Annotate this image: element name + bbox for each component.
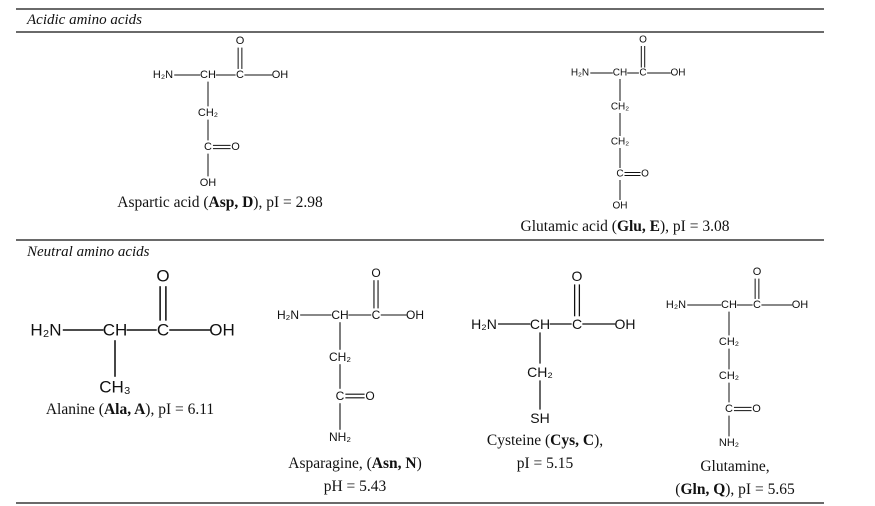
side-atom-ch: CH₂ bbox=[198, 107, 218, 119]
caption-text: pH = 5.43 bbox=[323, 478, 387, 495]
section-header-neutral: Neutral amino acids bbox=[27, 244, 150, 260]
abbreviation: Cys, C bbox=[550, 432, 595, 449]
side-atom-ch: CH₂ bbox=[611, 137, 629, 148]
atom-ch: CH bbox=[530, 316, 550, 332]
side-atom-ch: CH₂ bbox=[527, 364, 553, 380]
glu-caption-line: Glutamic acid (Glu, E), pI = 3.08 bbox=[521, 218, 730, 236]
atom-oh: OH bbox=[406, 308, 424, 322]
caption-text: Cysteine ( bbox=[486, 432, 551, 449]
atom-oh: OH bbox=[615, 316, 636, 332]
side-atom-nh: NH₂ bbox=[329, 430, 351, 444]
caption-text: ), pI = 5.65 bbox=[725, 481, 795, 498]
atom-o: O bbox=[231, 141, 240, 153]
atom-o: O bbox=[371, 266, 380, 280]
abbreviation: Gln, Q bbox=[680, 481, 726, 498]
asp-caption-line: Aspartic acid (Asp, D), pI = 2.98 bbox=[117, 194, 323, 212]
atom-c: C bbox=[236, 69, 244, 81]
side-atom-ch: CH₂ bbox=[719, 370, 739, 382]
caption-text: ), pI = 2.98 bbox=[253, 194, 323, 211]
atom-o: O bbox=[572, 268, 583, 284]
side-atom-oh: OH bbox=[613, 201, 628, 212]
caption-text: ( bbox=[675, 481, 681, 498]
atom-ch: CH bbox=[200, 69, 216, 81]
atom-o: O bbox=[639, 35, 647, 46]
side-atom-oh: OH bbox=[200, 177, 217, 189]
caption-text: Aspartic acid ( bbox=[117, 194, 209, 211]
atom-hn: H₂N bbox=[30, 321, 61, 340]
cys-caption-line: pI = 5.15 bbox=[517, 455, 574, 473]
caption-text: pI = 5.15 bbox=[516, 455, 574, 472]
abbreviation: Glu, E bbox=[616, 218, 661, 235]
atom-c: C bbox=[639, 68, 646, 79]
ala-caption-line: Alanine (Ala, A), pI = 6.11 bbox=[46, 401, 214, 419]
atom-o: O bbox=[365, 389, 374, 403]
atom-hn: H₂N bbox=[153, 69, 173, 81]
atom-c: C bbox=[572, 316, 582, 332]
atom-hn: H₂N bbox=[571, 68, 589, 79]
atom-oh: OH bbox=[671, 68, 686, 79]
atom-o: O bbox=[752, 403, 761, 415]
atom-hn: H₂N bbox=[666, 299, 686, 311]
atom-c: C bbox=[753, 299, 761, 311]
caption-text: ), bbox=[594, 432, 604, 449]
side-atom-c: C bbox=[204, 141, 212, 153]
side-atom-ch: CH₂ bbox=[329, 350, 351, 364]
side-atom-sh: SH bbox=[530, 410, 549, 426]
atom-ch: CH bbox=[721, 299, 737, 311]
caption-text: Asparagine, ( bbox=[288, 455, 372, 472]
side-atom-ch: CH₂ bbox=[719, 336, 739, 348]
atom-oh: OH bbox=[209, 321, 235, 340]
abbreviation: Asn, N bbox=[371, 455, 417, 472]
atom-o: O bbox=[641, 169, 649, 180]
caption-text: ), pI = 6.11 bbox=[145, 401, 215, 418]
atom-ch: CH bbox=[331, 308, 348, 322]
side-atom-ch: CH₂ bbox=[611, 102, 629, 113]
side-atom-ch: CH₃ bbox=[99, 378, 130, 397]
abbreviation: Ala, A bbox=[103, 401, 146, 418]
caption-text: Alanine ( bbox=[45, 401, 104, 418]
atom-o: O bbox=[236, 35, 245, 47]
gln-caption-line: (Gln, Q), pI = 5.65 bbox=[675, 481, 794, 499]
gln-caption-line: Glutamine, bbox=[700, 458, 769, 476]
atom-o: O bbox=[753, 266, 762, 278]
side-atom-nh: NH₂ bbox=[719, 437, 739, 449]
side-atom-c: C bbox=[336, 389, 345, 403]
atom-c: C bbox=[372, 308, 381, 322]
atom-ch: CH bbox=[103, 321, 128, 340]
atom-oh: OH bbox=[792, 299, 809, 311]
caption-text: Glutamic acid ( bbox=[520, 218, 617, 235]
caption-text: ) bbox=[416, 455, 422, 472]
asn-caption-line: pH = 5.43 bbox=[324, 478, 387, 496]
atom-hn: H₂N bbox=[277, 308, 299, 322]
side-atom-c: C bbox=[725, 403, 733, 415]
cys-caption-line: Cysteine (Cys, C), bbox=[487, 432, 603, 450]
atom-hn: H₂N bbox=[471, 316, 497, 332]
atom-ch: CH bbox=[613, 68, 627, 79]
side-atom-c: C bbox=[616, 169, 623, 180]
asn-caption-line: Asparagine, (Asn, N) bbox=[288, 455, 421, 473]
caption-text: ), pI = 3.08 bbox=[660, 218, 730, 235]
caption-text: Glutamine, bbox=[700, 458, 770, 475]
abbreviation: Asp, D bbox=[208, 194, 254, 211]
section-header-acidic: Acidic amino acids bbox=[27, 12, 142, 28]
atom-c: C bbox=[157, 321, 169, 340]
atom-o: O bbox=[156, 267, 169, 286]
atom-oh: OH bbox=[272, 69, 289, 81]
